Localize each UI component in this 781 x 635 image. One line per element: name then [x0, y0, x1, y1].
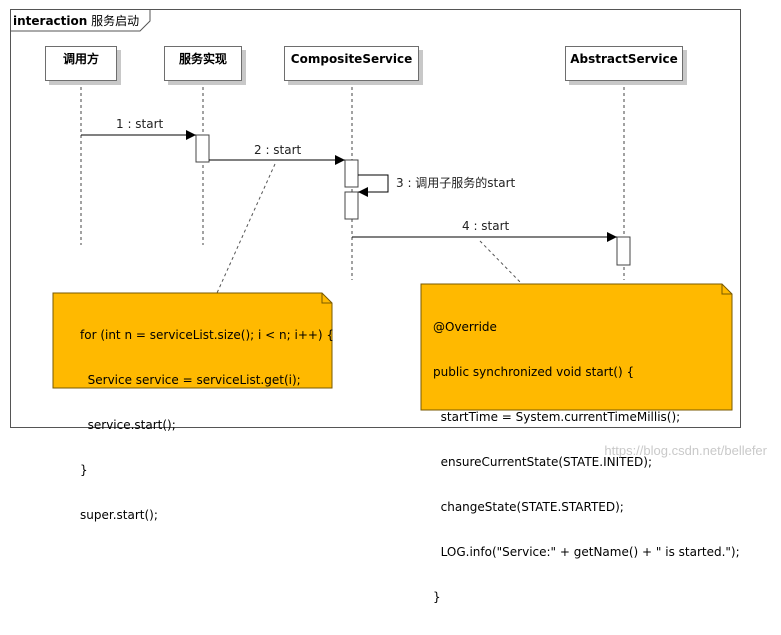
- lifeline-head-caller: 调用方: [45, 46, 117, 81]
- note-anchor-abstract: [479, 240, 523, 285]
- interaction-frame: [10, 9, 741, 428]
- activation-impl: [195, 134, 210, 163]
- message-3-self-arrow: [358, 174, 389, 197]
- note-abstract-fold: [721, 284, 732, 295]
- sequence-diagram: interaction 服务启动 调用方 服务实现 CompositeServi…: [10, 9, 767, 604]
- note-abstract-line: ensureCurrentState(STATE.INITED);: [433, 455, 652, 469]
- message-3-label: 3 : 调用子服务的start: [396, 176, 516, 190]
- watermark: https://blog.csdn.net/bellefer: [604, 443, 767, 458]
- note-abstract-line: changeState(STATE.STARTED);: [433, 500, 624, 514]
- message-4-label: 4 : start: [462, 219, 510, 233]
- diagram-canvas: [10, 9, 733, 411]
- lifeline-head-impl: 服务实现: [164, 46, 242, 81]
- activation-composite-2: [344, 191, 359, 220]
- note-composite-line: }: [80, 463, 88, 477]
- note-abstract-line: public synchronized void start() {: [433, 365, 635, 379]
- note-abstract-line: LOG.info("Service:" + getName() + " is s…: [433, 545, 740, 559]
- note-composite-line: service.start();: [80, 418, 176, 432]
- note-composite-text: for (int n = serviceList.size(); i < n; …: [80, 298, 334, 553]
- note-abstract-shape: [420, 283, 733, 411]
- lifeline-head-composite: CompositeService: [284, 46, 419, 81]
- note-abstract-line: @Override: [433, 320, 497, 334]
- note-composite-line: for (int n = serviceList.size(); i < n; …: [80, 328, 335, 342]
- note-abstract-text: @Override public synchronized void start…: [433, 290, 740, 635]
- message-1-label: 1 : start: [116, 117, 164, 131]
- lifeline-head-abstract: AbstractService: [565, 46, 683, 81]
- activation-composite-1: [344, 159, 359, 188]
- note-composite-line: Service service = serviceList.get(i);: [80, 373, 301, 387]
- note-composite-fold: [321, 293, 332, 304]
- note-composite-shape: [52, 292, 333, 389]
- note-abstract-line: startTime = System.currentTimeMillis();: [433, 410, 681, 424]
- activation-abstract: [616, 236, 631, 266]
- frame-title: interaction 服务启动: [13, 12, 139, 29]
- frame-name: 服务启动: [91, 14, 140, 28]
- message-2-label: 2 : start: [254, 143, 302, 157]
- frame-tab-outline: [10, 9, 151, 32]
- note-anchor-composite: [216, 163, 276, 294]
- note-composite-line: super.start();: [80, 508, 158, 522]
- note-abstract-line: }: [433, 590, 441, 604]
- frame-keyword: interaction: [13, 14, 88, 28]
